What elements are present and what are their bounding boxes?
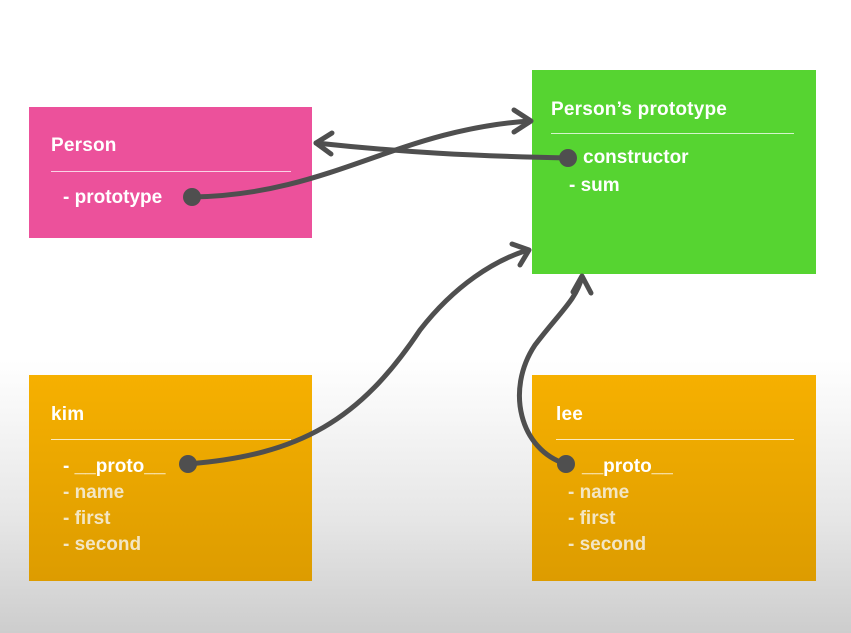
person-divider bbox=[51, 171, 291, 172]
prototype-box: Person’s prototype constructor - sum bbox=[532, 70, 816, 274]
kim-proto-property: - __proto__ bbox=[63, 456, 166, 477]
lee-box: lee __proto__ - name - first - second bbox=[532, 375, 816, 581]
constructor-link-arrow bbox=[313, 140, 571, 161]
prototype-divider bbox=[551, 133, 794, 134]
kim-divider bbox=[51, 439, 291, 440]
kim-name-property: - name bbox=[63, 482, 125, 503]
lee-divider bbox=[556, 439, 794, 440]
prototype-link-arrowhead bbox=[511, 107, 534, 135]
lee-first-property: - first bbox=[568, 508, 616, 529]
person-prototype-property: - prototype bbox=[63, 187, 163, 208]
lee-name-property: - name bbox=[568, 482, 630, 503]
lee-title: lee bbox=[556, 404, 584, 425]
prototype-constructor-property: constructor bbox=[583, 147, 689, 168]
kim-title: kim bbox=[51, 404, 85, 425]
kim-box: kim - __proto__ - name - first - second bbox=[29, 375, 312, 581]
lee-second-property: - second bbox=[568, 534, 647, 555]
person-box: Person - prototype bbox=[29, 107, 312, 238]
kim-first-property: - first bbox=[63, 508, 111, 529]
prototype-title: Person’s prototype bbox=[551, 99, 728, 120]
person-title: Person bbox=[51, 135, 117, 156]
prototype-sum-property: - sum bbox=[569, 175, 620, 196]
lee-proto-link-arrowhead bbox=[570, 273, 594, 296]
kim-proto-link-arrowhead bbox=[509, 241, 532, 268]
constructor-link-arrowhead bbox=[313, 130, 335, 157]
lee-proto-property: __proto__ bbox=[582, 456, 673, 477]
kim-second-property: - second bbox=[63, 534, 142, 555]
